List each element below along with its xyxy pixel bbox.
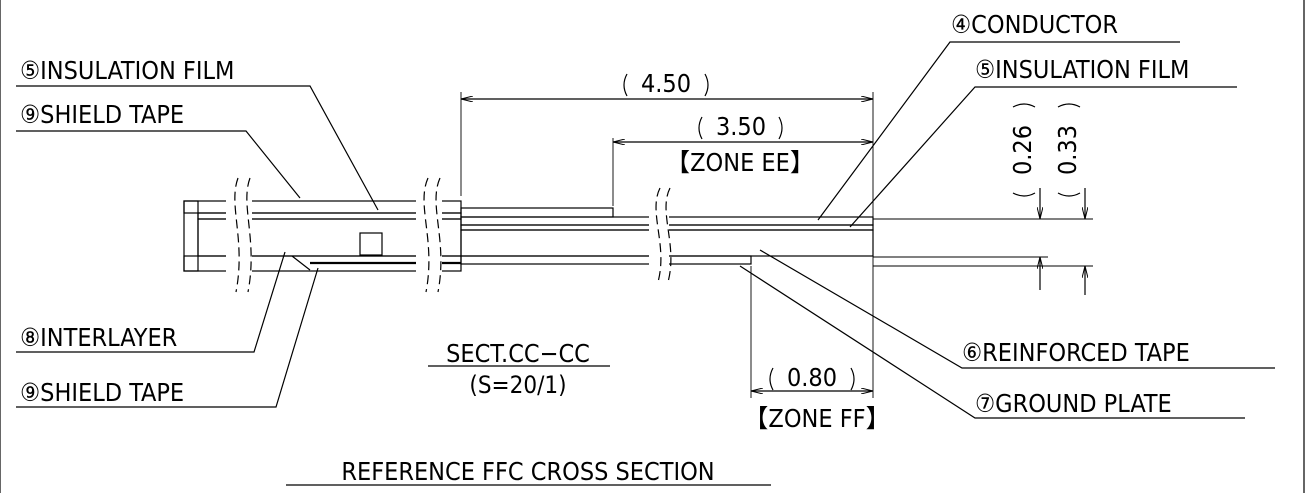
leader-ground-plate <box>739 265 1245 419</box>
drawing-caption: REFERENCE FFC CROSS SECTION <box>341 457 714 486</box>
break-line-1b <box>246 177 252 293</box>
dim-label-033: 0.33 <box>1053 125 1082 175</box>
zone-ff-label: 【ZONE FF】 <box>743 404 890 433</box>
leader-reinforced-tape <box>759 249 1275 369</box>
shield-tape-bend <box>291 255 311 271</box>
section-scale: (S=20/1) <box>469 371 566 399</box>
break-line-3a <box>655 187 662 283</box>
callouts: ⑤INSULATION FILM ⑨SHIELD TAPE ⑧INTERLAYE… <box>16 10 1275 419</box>
leader-insulation-film-right <box>849 86 1237 228</box>
callout-insulation-film-left: ⑤INSULATION FILM <box>20 56 234 85</box>
dim-label-080: 0.80 <box>787 363 837 392</box>
break-line-2b <box>435 177 442 293</box>
dim-label-450: 4.50 <box>641 69 691 98</box>
callout-interlayer: ⑧INTERLAYER <box>20 323 177 352</box>
cable-body <box>183 200 874 272</box>
leader-conductor <box>817 41 1180 221</box>
shield-tape-step <box>460 207 614 218</box>
leader-shield-tape-top <box>16 130 301 199</box>
leader-insulation-film-left <box>16 85 379 211</box>
break-line-1a <box>234 177 240 293</box>
break-line-2a <box>423 177 430 293</box>
callout-insulation-film-right: ⑤INSULATION FILM <box>975 55 1189 84</box>
dimensions: 4.50 3.50 【ZONE EE】 0.80 【ZONE FF】 0.26 … <box>460 69 1093 433</box>
break-marks <box>226 177 672 293</box>
callout-ground-plate: ⑦GROUND PLATE <box>975 389 1172 418</box>
leader-shield-tape-bottom <box>16 267 319 408</box>
leader-interlayer <box>16 251 286 353</box>
break-line-3b <box>665 187 672 283</box>
callout-shield-tape-bottom: ⑨SHIELD TAPE <box>20 378 184 407</box>
dim-label-026: 0.26 <box>1008 125 1037 175</box>
callout-reinforced-tape: ⑥REINFORCED TAPE <box>962 338 1190 367</box>
dim-label-350: 3.50 <box>716 112 766 141</box>
section-title: SECT.CC−CC <box>446 339 590 368</box>
core-window <box>359 232 383 256</box>
callout-shield-tape-top: ⑨SHIELD TAPE <box>20 100 184 129</box>
dimension-parentheses <box>623 73 1081 391</box>
zone-ee-label: 【ZONE EE】 <box>665 148 815 177</box>
callout-conductor: ④CONDUCTOR <box>951 10 1118 39</box>
left-end-cap <box>183 200 199 272</box>
ground-plate-layer <box>460 255 752 265</box>
